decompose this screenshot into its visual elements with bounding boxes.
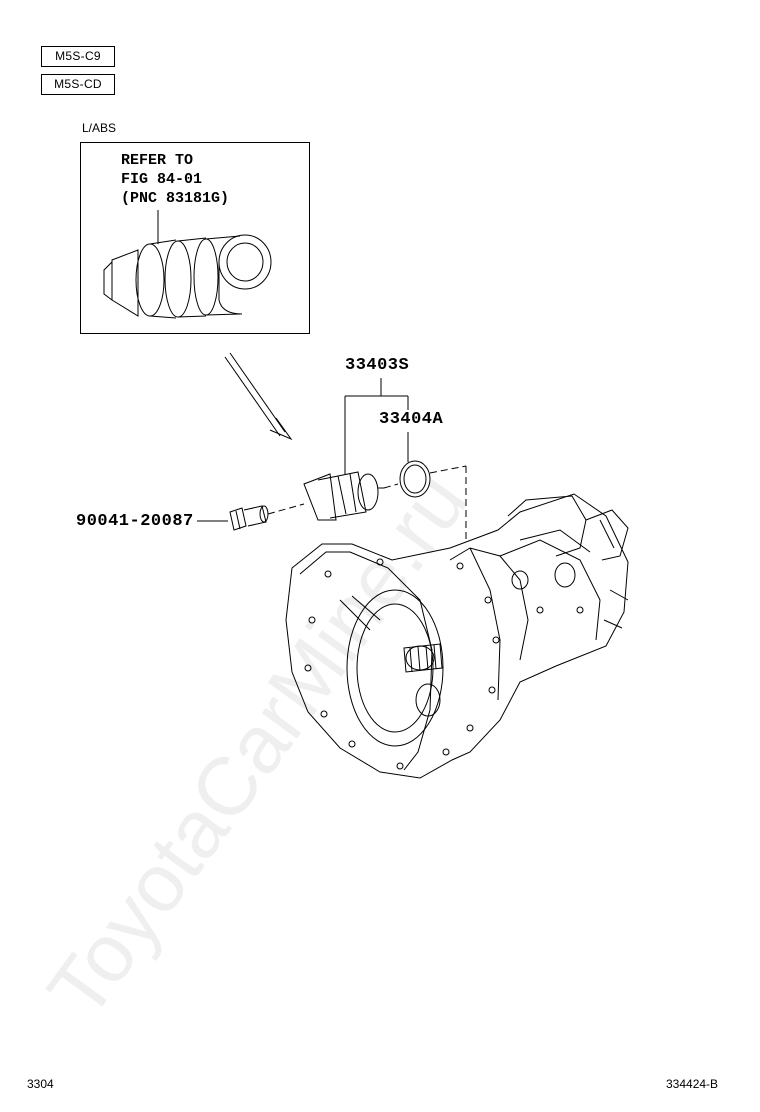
assembly-lines xyxy=(267,465,467,540)
refer-line: (PNC 83181G) xyxy=(121,190,230,207)
refer-line: REFER TO xyxy=(121,152,194,169)
direction-arrow xyxy=(224,352,293,441)
diagram-code: 334424-B xyxy=(666,1077,719,1091)
part-number-gasket[interactable]: 33404A xyxy=(379,410,444,429)
refer-line: FIG 84-01 xyxy=(121,171,203,188)
inset-box xyxy=(80,142,310,334)
model-code-box: M5S-CD xyxy=(41,74,115,95)
part-number-bolt[interactable]: 90041-20087 xyxy=(76,512,194,531)
inset-label: L/ABS xyxy=(82,121,117,135)
model-code-box: M5S-C9 xyxy=(41,46,115,67)
speed-sensor-icon xyxy=(303,471,384,521)
part-number-assembly[interactable]: 33403S xyxy=(345,356,410,375)
transmission-icon xyxy=(285,493,629,779)
refer-note: REFER TO FIG 84-01 (PNC 83181G) xyxy=(121,151,229,208)
page-number: 3304 xyxy=(27,1077,54,1091)
leader-bracket xyxy=(197,378,409,522)
o-ring-icon xyxy=(399,460,431,498)
bolt-icon xyxy=(229,505,269,531)
abs-sensor-illustration xyxy=(103,210,272,319)
